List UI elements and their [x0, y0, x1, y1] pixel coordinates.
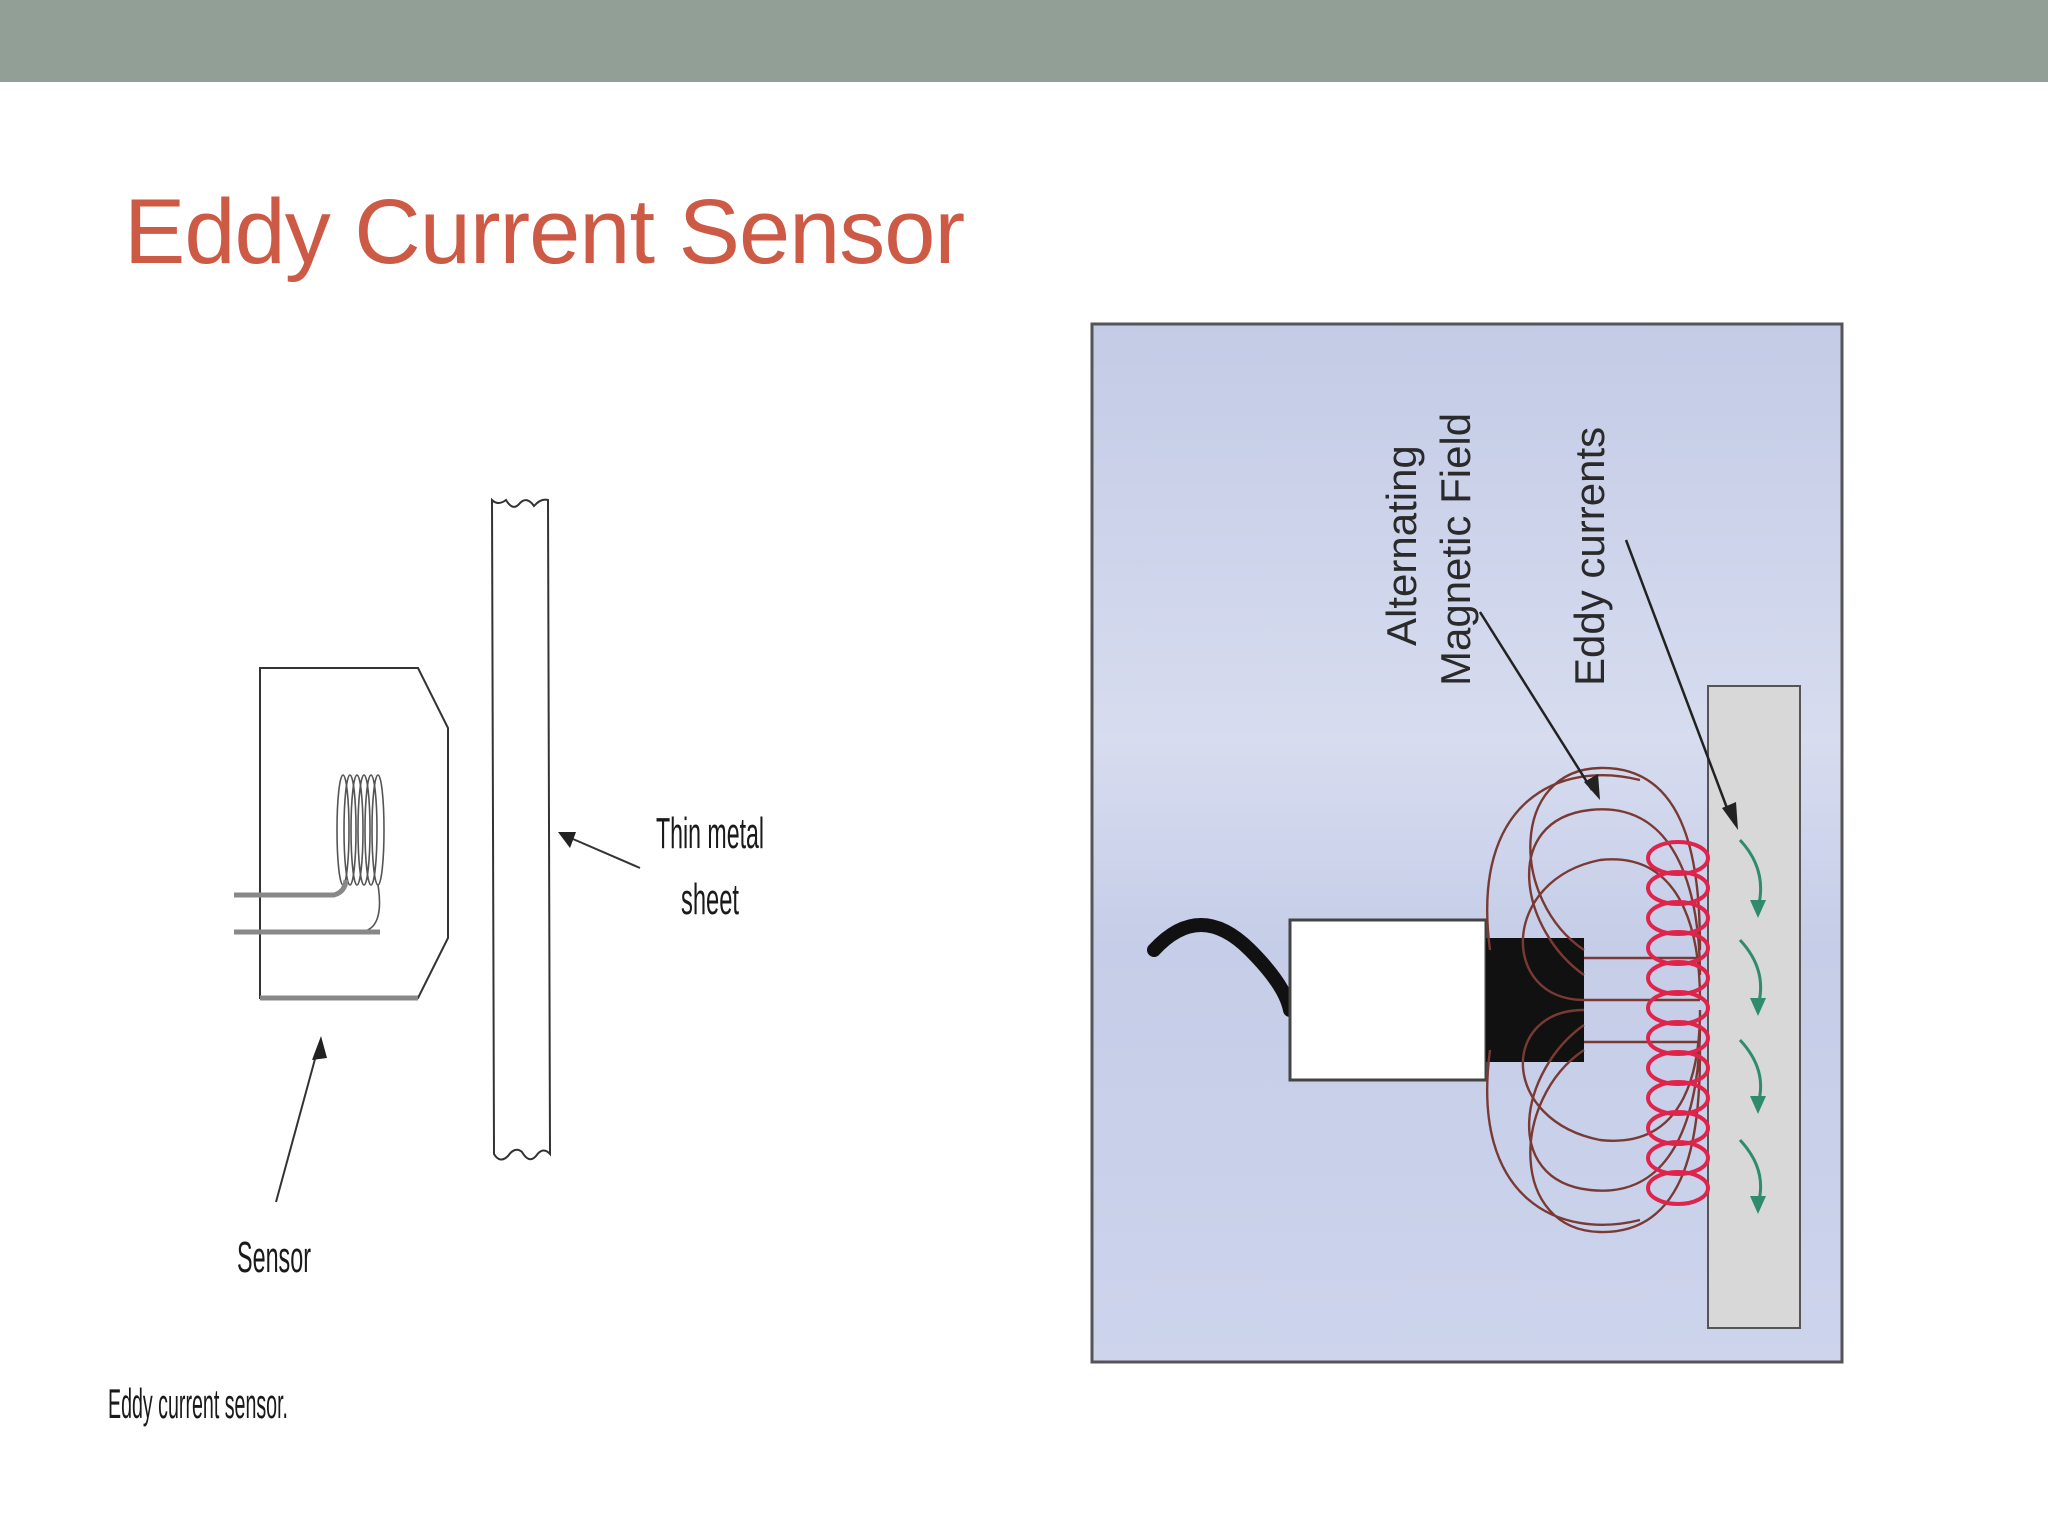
- sensor-arrow-line: [275, 1047, 319, 1203]
- field-leader-line: [1478, 611, 1594, 791]
- figure-caption: Eddy current sensor.: [108, 1380, 288, 1427]
- sensor-lead-upper: [234, 879, 349, 898]
- eddy-current-loops: [1646, 840, 1710, 1206]
- sensor-label: Sensor: [237, 1233, 311, 1282]
- eddy-arrow-heads: [1750, 900, 1766, 1214]
- sensor-arrow-head: [312, 1036, 327, 1060]
- field-label-line2: Magnetic Field: [1432, 413, 1479, 686]
- thin-metal-label-line2: sheet: [681, 875, 739, 924]
- sensor-tip: [1486, 938, 1584, 1062]
- slide-title: Eddy Current Sensor: [124, 181, 965, 283]
- thin-metal-sheet: [490, 497, 552, 1161]
- eddy-leader-head: [1722, 802, 1738, 830]
- eddy-leader-line: [1624, 539, 1732, 817]
- field-leader-head: [1584, 774, 1600, 800]
- eddy-currents-label: Eddy currents: [1566, 427, 1613, 686]
- field-label-line1: Alternating: [1378, 445, 1425, 646]
- thin-metal-label-line1: Thin metal: [656, 809, 764, 858]
- sensor-cable: [1147, 918, 1297, 1017]
- top-bar: [0, 0, 2048, 82]
- sensor-coil: [336, 774, 385, 933]
- sensor-body: [1288, 918, 1488, 1082]
- magnetic-field-loops: [1486, 766, 1702, 1234]
- sheet-arrow-head: [558, 832, 576, 848]
- sheet-arrow-line: [565, 835, 641, 869]
